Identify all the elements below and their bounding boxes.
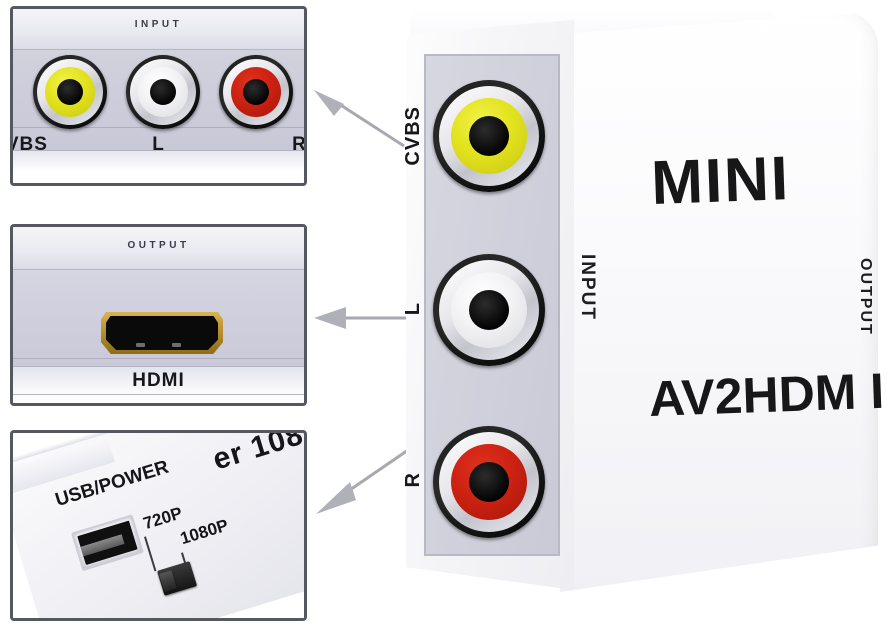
device-brand-mini: MINI <box>650 144 792 218</box>
rca-jack-r <box>219 55 293 129</box>
device-rca-jack-cvbs <box>433 80 545 192</box>
port-label-l: L <box>152 134 165 155</box>
device-side-label-input: INPUT <box>577 254 598 321</box>
device-side-label-output: OUTPUT <box>857 258 874 336</box>
device-jack-label-l: L <box>402 302 424 316</box>
callout-panel-input: INPUT CVBS L R <box>10 6 307 186</box>
device-rca-jack-l <box>433 254 545 366</box>
device-brand-model: AV2HDM I <box>648 362 886 427</box>
callout-arrow-power <box>308 432 418 522</box>
product-device: CVBS L R INPUT OUTPUT MINI AV2HDM I <box>400 2 890 627</box>
device-jack-label-cvbs: CVBS <box>402 106 424 166</box>
device-jack-label-r: R <box>402 472 424 488</box>
callout-arrow-input <box>308 82 408 152</box>
panel-output-heading: OUTPUT <box>127 240 190 251</box>
hdmi-port <box>101 312 223 354</box>
device-rca-jack-r <box>433 426 545 538</box>
port-label-cvbs: CVBS <box>13 134 48 155</box>
callout-panel-output: OUTPUT HDMI <box>10 224 307 406</box>
port-label-hdmi: HDMI <box>132 370 185 391</box>
callout-panel-power: er 1080P USB/POWER 720P 1080P <box>10 430 307 621</box>
panel-input-heading: INPUT <box>134 19 183 30</box>
device-output-face <box>560 12 878 592</box>
callout-arrow-output <box>308 300 408 340</box>
port-label-r: R <box>292 134 307 155</box>
rca-jack-l <box>126 55 200 129</box>
rca-jack-cvbs <box>33 55 107 129</box>
